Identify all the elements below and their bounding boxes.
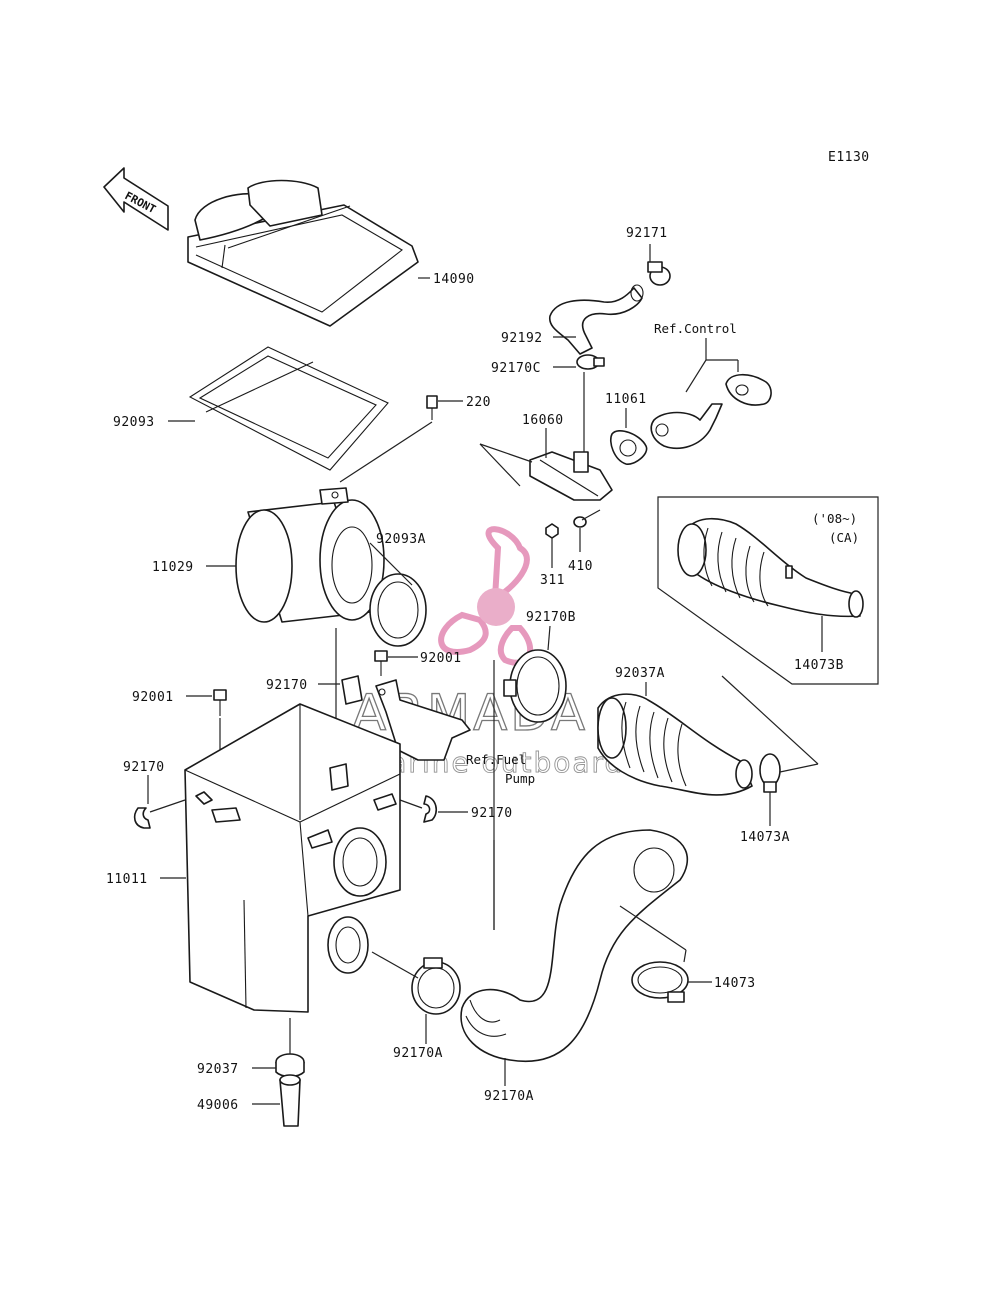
bolt-92001-upper xyxy=(374,650,388,676)
clamp-92171 xyxy=(647,261,671,286)
label-92001-upper: 92001 xyxy=(420,651,462,666)
label-92170A-right: 14073 xyxy=(714,976,756,991)
inset-08-ca: ('08~) (CA) 14073B xyxy=(657,496,879,685)
label-14073B: 14073B xyxy=(794,658,844,673)
clip-92170-left xyxy=(133,807,151,829)
label-92170A-left: 92170A xyxy=(393,1046,443,1061)
clamp-92170A-left xyxy=(411,957,461,1015)
label-92037A: 14073A xyxy=(740,830,790,845)
label-92170-left: 92170 xyxy=(123,760,165,775)
label-92093A: 92093A xyxy=(376,532,426,547)
label-16060: 16060 xyxy=(522,413,564,428)
intake-bellows-14073A xyxy=(597,693,753,796)
inset-year: ('08~) xyxy=(812,511,857,526)
label-49006: 49006 xyxy=(197,1098,239,1113)
label-92170-upper: 92170 xyxy=(266,678,308,693)
ref-fuel-pump-line2: Pump xyxy=(505,771,535,786)
screw-220 xyxy=(426,395,438,420)
clamp-92170A-right xyxy=(631,961,689,1003)
fuel-pump-bracket xyxy=(375,679,471,761)
label-14090: 14090 xyxy=(433,272,475,287)
label-11029: 11029 xyxy=(152,560,194,575)
label-92170-right: 92170 xyxy=(471,806,513,821)
inset-region: (CA) xyxy=(829,530,859,545)
label-92093: 92093 xyxy=(113,415,155,430)
drain-tube-49006 xyxy=(279,1074,301,1127)
air-filter-element-11029 xyxy=(235,487,385,623)
diagram-code: E1130 xyxy=(828,150,870,165)
breather-fitting-16060 xyxy=(529,451,613,501)
gasket-92093 xyxy=(188,346,389,471)
clamp-92170C xyxy=(576,354,605,370)
front-direction-arrow: FRONT xyxy=(103,167,169,231)
gasket-11061 xyxy=(610,430,648,465)
breather-hose-92192 xyxy=(548,284,644,355)
label-410: 410 xyxy=(568,559,593,574)
ref-control: Ref.Control xyxy=(654,321,737,336)
label-92171: 92171 xyxy=(626,226,668,241)
label-14073A: 92037A xyxy=(615,666,665,681)
air-box-cover-14090 xyxy=(187,179,419,327)
nut-311 xyxy=(545,523,559,539)
label-92001-left: 92001 xyxy=(132,690,174,705)
ref-fuel-pump-line1: Ref.Fuel xyxy=(466,752,526,767)
clip-92170-right xyxy=(423,795,438,823)
bolt-92001-left xyxy=(213,689,227,716)
clip-92170-upper xyxy=(341,675,363,705)
label-11061: 11061 xyxy=(605,392,647,407)
clamp-92170B xyxy=(503,649,567,723)
control-bracket-ref xyxy=(650,373,772,450)
label-92037: 92037 xyxy=(197,1062,239,1077)
label-92170C: 92170C xyxy=(491,361,541,376)
ring-92093A xyxy=(369,573,427,647)
label-92192: 92192 xyxy=(501,331,543,346)
label-220: 220 xyxy=(466,395,491,410)
label-11011: 11011 xyxy=(106,872,148,887)
label-14073: 92170A xyxy=(484,1089,534,1104)
clamp-92037 xyxy=(275,1053,305,1078)
clamp-92037A xyxy=(759,753,781,793)
label-92170B: 92170B xyxy=(526,610,576,625)
intake-hose-14073 xyxy=(460,829,689,1063)
intake-bellows-14073B xyxy=(677,517,864,618)
label-311: 311 xyxy=(540,573,565,588)
watermark-propeller-logo xyxy=(438,526,534,666)
air-box-case-11011 xyxy=(184,703,401,1013)
